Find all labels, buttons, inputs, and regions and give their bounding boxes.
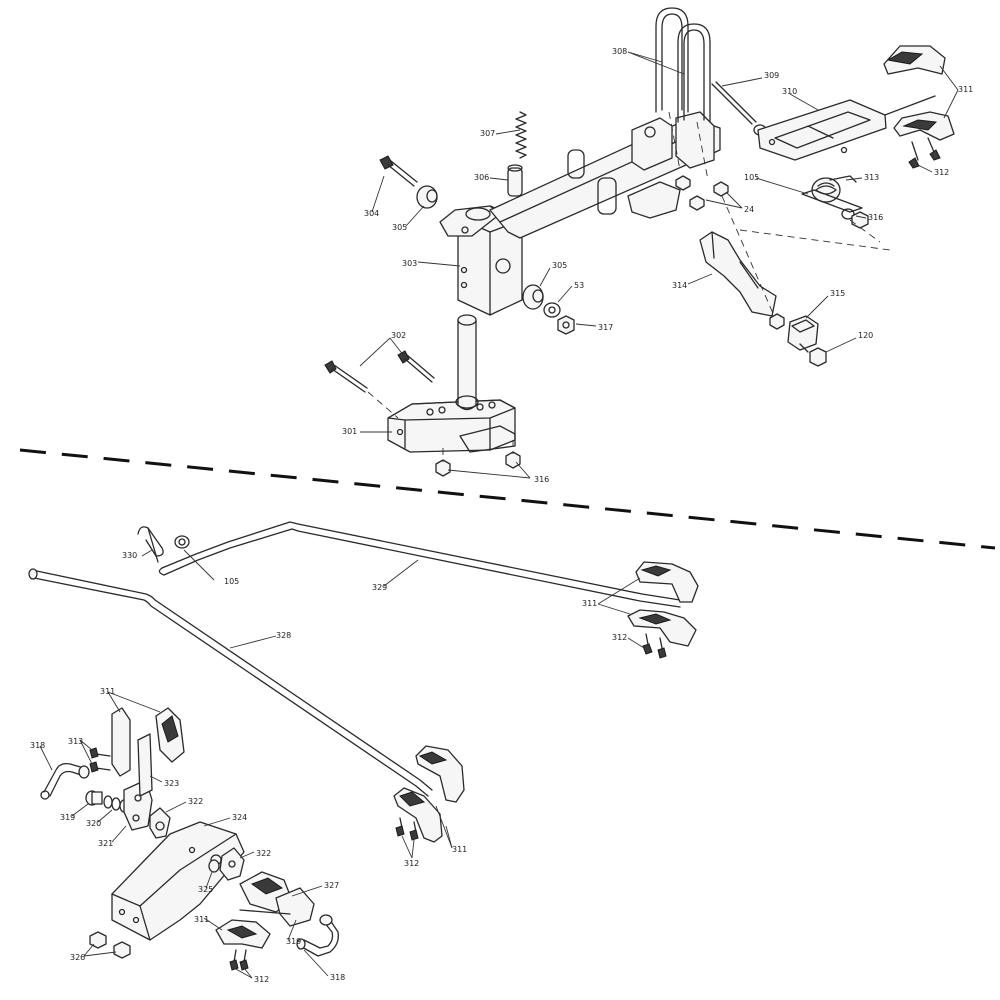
- pedal-assembly: [40, 707, 339, 971]
- callout-329: 329: [372, 583, 387, 592]
- guide-dash-short: [849, 219, 881, 243]
- callout-105-upper: 105: [744, 173, 759, 182]
- callout-321: 321: [98, 839, 113, 848]
- callout-318-left: 318: [30, 741, 45, 750]
- callout-302: 302: [391, 331, 406, 340]
- callout-311-rod328: 311: [452, 845, 467, 854]
- hair-pin-330: [137, 526, 164, 563]
- callout-305-upper: 305: [392, 223, 407, 232]
- callout-311-upper: 311: [958, 85, 973, 94]
- callout-310: 310: [782, 87, 797, 96]
- callout-322-top: 322: [188, 797, 203, 806]
- callout-330: 330: [122, 551, 137, 560]
- callout-314: 314: [672, 281, 687, 290]
- frame-310: [757, 95, 936, 161]
- callout-24: 24: [744, 205, 754, 214]
- washer-53: [543, 302, 561, 318]
- lower-assembly: [28, 521, 699, 979]
- rod-328: [28, 568, 433, 797]
- callout-304: 304: [364, 209, 379, 218]
- callout-305-lower: 305: [552, 261, 567, 270]
- spring-307: [515, 111, 527, 159]
- callout-319-left: 319: [60, 813, 75, 822]
- callout-328: 328: [276, 631, 291, 640]
- nut-24: [675, 175, 729, 211]
- callout-312-pedal: 312: [254, 975, 269, 984]
- rod-329: [158, 521, 681, 608]
- callout-312-upper: 312: [934, 168, 949, 177]
- spacer-305-lower: [522, 284, 544, 310]
- spacer-305-upper: [416, 185, 438, 209]
- callout-315: 315: [830, 289, 845, 298]
- guide-dash-long: [739, 229, 891, 251]
- callout-317: 317: [598, 323, 613, 332]
- callout-311-pedal-top: 311: [100, 687, 115, 696]
- callout-labels: 301 302 303 304 305 305 306 307 308 309 …: [30, 47, 973, 984]
- callout-319-right: 319: [286, 937, 301, 946]
- callout-318-right: 318: [330, 973, 345, 982]
- callout-313: 313: [864, 173, 879, 182]
- callout-313-pedal: 313: [68, 737, 83, 746]
- nut-317: [557, 315, 575, 335]
- handle-grip-329: [627, 561, 699, 659]
- callout-325: 325: [198, 885, 213, 894]
- callout-324: 324: [232, 813, 247, 822]
- spring-assembly-313: [801, 175, 869, 229]
- bolt-120: [799, 343, 827, 367]
- callout-307: 307: [480, 129, 495, 138]
- callout-308: 308: [612, 47, 627, 56]
- tube-arm: [489, 111, 721, 239]
- rod-309: [711, 81, 767, 136]
- nut-316-lower: [435, 440, 521, 477]
- callout-326: 326: [70, 953, 85, 962]
- callout-306: 306: [474, 173, 489, 182]
- steering-post: [455, 314, 479, 411]
- callout-323: 323: [164, 779, 179, 788]
- callout-320: 320: [86, 819, 101, 828]
- bolt-304: [379, 155, 418, 187]
- callout-312-rod329: 312: [612, 633, 627, 642]
- callout-53: 53: [574, 281, 584, 290]
- bolt-302: [324, 350, 435, 419]
- callout-311-pedal-bottom: 311: [194, 915, 209, 924]
- callout-316-lower: 316: [534, 475, 549, 484]
- callout-301: 301: [342, 427, 357, 436]
- base-bracket: [387, 399, 516, 453]
- bushing-306: [507, 164, 523, 197]
- u-bolt-308: [655, 7, 711, 181]
- section-divider: [19, 448, 996, 550]
- handle-grip-upper-311: [883, 45, 955, 169]
- callout-327: 327: [324, 881, 339, 890]
- handle-grip-328: [393, 745, 465, 843]
- leader-dash-314: [721, 195, 776, 319]
- callout-316-upper: 316: [868, 213, 883, 222]
- callout-303: 303: [402, 259, 417, 268]
- nut-314: [769, 313, 785, 330]
- upper-assembly: [324, 7, 959, 479]
- callout-311-rod329: 311: [582, 599, 597, 608]
- callout-309: 309: [764, 71, 779, 80]
- callout-105-lower: 105: [224, 577, 239, 586]
- callout-120: 120: [858, 331, 873, 340]
- clamp-315: [787, 315, 819, 351]
- washer-105: [174, 535, 190, 549]
- bracket-314: [699, 231, 777, 317]
- callout-312-rod328: 312: [404, 859, 419, 868]
- callout-322-mid: 322: [256, 849, 271, 858]
